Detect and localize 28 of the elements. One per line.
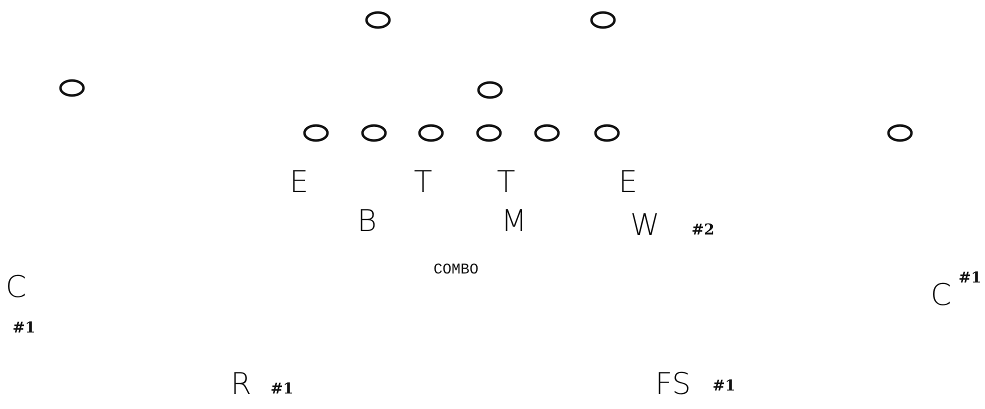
player-marker — [590, 11, 616, 29]
assignment-number: #1 — [958, 270, 982, 286]
position-letter: C — [930, 281, 952, 311]
position-letter: C — [6, 273, 26, 303]
position-letter: R — [230, 370, 252, 400]
player-marker — [887, 124, 913, 142]
position-letter: E — [618, 168, 638, 198]
position-letter: T — [414, 168, 432, 198]
assignment-number: #1 — [270, 382, 294, 396]
position-letter: W — [630, 211, 660, 241]
player-marker — [365, 11, 391, 29]
player-marker — [361, 124, 387, 142]
coverage-note: COMBO — [434, 262, 478, 278]
player-marker — [418, 124, 444, 142]
assignment-number: #2 — [692, 222, 714, 238]
player-marker — [477, 81, 503, 99]
player-marker — [534, 124, 560, 142]
player-marker — [476, 124, 502, 142]
position-letter: B — [357, 207, 377, 237]
position-letter: M — [501, 207, 527, 237]
player-marker — [303, 124, 329, 142]
assignment-number: #1 — [12, 320, 36, 336]
position-letter: T — [496, 168, 516, 198]
position-letter: E — [290, 168, 308, 198]
position-letter: FS — [655, 370, 691, 400]
player-marker — [59, 79, 85, 97]
assignment-number: #1 — [712, 378, 736, 394]
player-marker — [594, 124, 620, 142]
